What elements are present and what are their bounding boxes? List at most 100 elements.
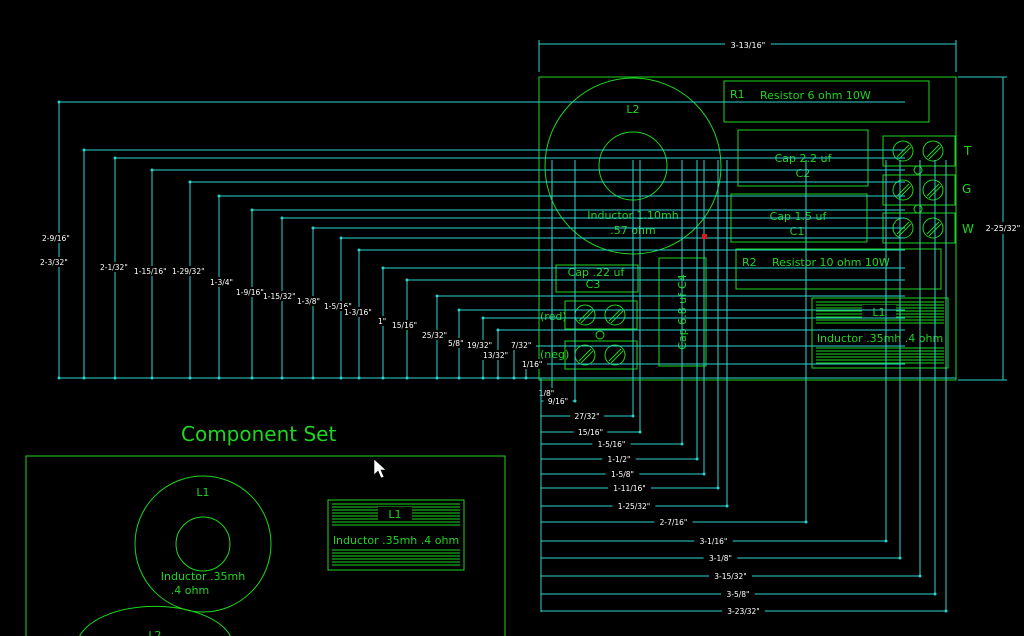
vdim-10: 1-3/16" — [342, 248, 905, 380]
hdim-13: 3-5/8" — [541, 160, 937, 599]
vdim-18: 1/16" — [520, 359, 905, 380]
vdim-label-12: 15/16" — [392, 321, 417, 330]
overall-height-label: 2-25/32" — [986, 224, 1021, 233]
vdim-label-5: 1-3/4" — [210, 278, 233, 287]
hdim-label-1: 9/16" — [548, 397, 568, 406]
c3-ref: C3 — [586, 278, 601, 291]
capacitor-c3[interactable]: Cap .22 uf C3 — [555, 264, 639, 293]
vdim-1: 2-3/32" — [38, 148, 905, 380]
hdim-label-12: 3-15/32" — [714, 572, 747, 581]
hdim-label-4: 1-5/16" — [598, 440, 626, 449]
vdim-label-11: 1" — [378, 317, 386, 326]
vdim-0: 2-9/16" — [40, 100, 905, 380]
set-l1-flat-desc: Inductor .35mh .4 ohm — [333, 534, 459, 547]
mouse-cursor — [373, 458, 387, 479]
component-set-panel: L1 Inductor .35mh .4 ohm L1 Inductor .35… — [25, 455, 506, 636]
vdim-15: 19/32" — [465, 316, 905, 380]
c1-value: Cap 1.5 uf — [770, 210, 828, 223]
hdim-7: 1-11/16" — [541, 160, 720, 493]
hdim-0: 1/8" — [534, 160, 559, 398]
vdim-label-1: 2-3/32" — [40, 258, 68, 267]
vdim-2: 2-1/32" — [98, 156, 905, 380]
vdim-6: 1-9/16" — [234, 208, 905, 380]
horizontal-dimensions: 1/8"9/16"27/32" 15/16" 1-5/16" 1-1/2" 1-5/8"… — [534, 160, 948, 616]
vdim-label-3: 1-15/16" — [134, 267, 167, 276]
hdim-label-6: 1-5/8" — [611, 470, 634, 479]
vdim-4: 1-29/32" — [170, 180, 905, 380]
vdim-16: 13/32" — [481, 328, 905, 380]
set-l1-flat-ref: L1 — [388, 508, 401, 521]
terminal-g-label: G — [962, 182, 971, 196]
l2-ref: L2 — [626, 103, 639, 116]
hdim-11: 3-1/8" — [541, 160, 902, 563]
vdim-label-8: 1-3/8" — [297, 297, 320, 306]
set-inductor-l2-round[interactable]: L2 — [78, 605, 232, 636]
set-inductor-l1-round[interactable]: L1 Inductor .35mh .4 ohm — [134, 475, 272, 613]
vdim-11: 1" — [376, 266, 905, 380]
vdim-label-9: 1-5/16" — [324, 302, 352, 311]
hdim-label-9: 2-7/16" — [660, 518, 688, 527]
hdim-10: 3-1/16" — [541, 160, 888, 546]
set-l2-round-ref: L2 — [148, 629, 161, 636]
hdim-label-10: 3-1/16" — [700, 537, 728, 546]
vdim-5: 1-3/4" — [208, 194, 905, 380]
vdim-label-17: 7/32" — [511, 341, 531, 350]
vdim-label-0: 2-9/16" — [42, 234, 70, 243]
l1-ref: L1 — [872, 306, 885, 319]
r1-ref: R1 — [730, 88, 745, 101]
r2-desc: Resistor 10 ohm 10W — [772, 256, 890, 269]
hdim-label-3: 15/16" — [578, 428, 603, 437]
vdim-label-10: 1-3/16" — [344, 308, 372, 317]
input-terminals[interactable]: (red) (neg) — [540, 300, 638, 370]
hdim-14: 3-23/32" — [541, 160, 948, 616]
hdim-label-11: 3-1/8" — [709, 554, 732, 563]
hdim-label-13: 3-5/8" — [727, 590, 750, 599]
hdim-6: 1-5/8" — [541, 160, 706, 479]
terminal-t-label: T — [963, 144, 972, 158]
red-marker — [702, 234, 707, 239]
hdim-label-8: 1-25/32" — [618, 502, 651, 511]
c1-ref: C1 — [790, 225, 805, 238]
hdim-label-7: 1-11/16" — [613, 484, 646, 493]
vdim-label-2: 2-1/32" — [100, 263, 128, 272]
vdim-label-14: 5/8" — [448, 339, 464, 348]
hdim-1: 9/16" — [541, 160, 577, 406]
hdim-3: 15/16" — [541, 160, 642, 437]
hdim-2: 27/32" — [541, 160, 635, 421]
resistor-r2[interactable]: R2 Resistor 10 ohm 10W — [735, 248, 942, 290]
hdim-label-14: 3-23/32" — [727, 607, 760, 616]
r2-ref: R2 — [742, 256, 757, 269]
r1-desc: Resistor 6 ohm 10W — [760, 89, 871, 102]
c3-value: Cap .22 uf — [568, 266, 626, 279]
neg-label: (neg) — [540, 348, 569, 361]
vdim-12: 15/16" — [390, 278, 905, 380]
vdim-9: 1-5/16" — [322, 236, 905, 380]
vdim-label-13: 25/32" — [422, 331, 447, 340]
set-inductor-l1-flat[interactable]: L1 Inductor .35mh .4 ohm — [327, 499, 465, 571]
vdim-label-15: 19/32" — [467, 341, 492, 350]
vdim-label-6: 1-9/16" — [236, 288, 264, 297]
overall-width-dimension: 3-13/16" — [538, 38, 957, 72]
vdim-13: 25/32" — [420, 294, 905, 380]
vdim-label-16: 13/32" — [483, 351, 508, 360]
set-l1-round-ref: L1 — [196, 486, 209, 499]
hdim-8: 1-25/32" — [541, 160, 729, 511]
hdim-label-5: 1-1/2" — [608, 455, 631, 464]
vdim-label-7: 1-15/32" — [263, 292, 296, 301]
hdim-4: 1-5/16" — [541, 160, 684, 449]
vdim-17: 7/32" — [509, 340, 905, 380]
hdim-12: 3-15/32" — [541, 160, 922, 581]
vdim-label-18: 1/16" — [522, 360, 542, 369]
red-label: (red) — [540, 310, 567, 323]
inductor-l1-flat[interactable]: L1 Inductor .35mh .4 ohm — [811, 297, 949, 369]
c2-ref: C2 — [796, 167, 811, 180]
vdim-7: 1-15/32" — [261, 216, 905, 380]
set-l1-round-desc-2: .4 ohm — [171, 584, 209, 597]
l1-desc: Inductor .35mh .4 ohm — [817, 332, 943, 345]
hdim-5: 1-1/2" — [541, 160, 699, 464]
vertical-dimensions: 2-9/16" 2-3/32" 2-1/32" 1-15/16" 1-29/32" 1-3… — [38, 100, 956, 380]
vdim-label-4: 1-29/32" — [172, 267, 205, 276]
page-title: Component Set — [181, 422, 336, 446]
overall-width-label: 3-13/16" — [731, 41, 766, 50]
